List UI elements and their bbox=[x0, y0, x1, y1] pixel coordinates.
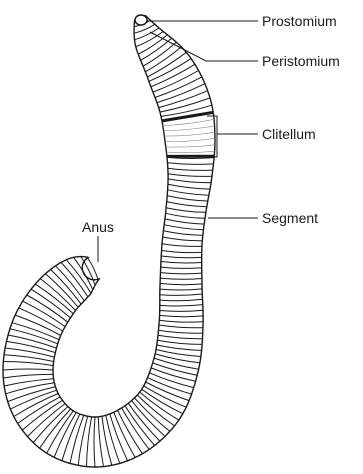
label-segment: Segment bbox=[262, 210, 318, 226]
worm-outline bbox=[3, 16, 215, 467]
label-anus: Anus bbox=[82, 219, 114, 235]
prostomium-shape bbox=[135, 15, 147, 25]
label-clitellum: Clitellum bbox=[262, 126, 316, 142]
label-peristomium: Peristomium bbox=[262, 53, 340, 69]
worm-body bbox=[3, 15, 215, 467]
segment-ring bbox=[87, 257, 98, 280]
label-prostomium: Prostomium bbox=[262, 13, 337, 29]
